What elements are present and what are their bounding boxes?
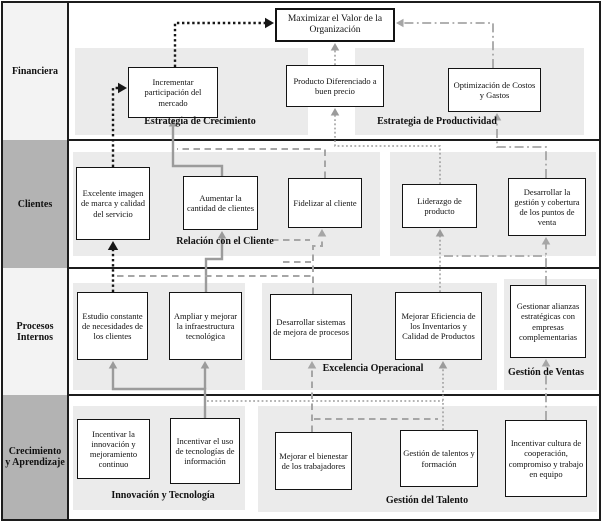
- node-mejorar-eficiencia-inventarios: Mejorar Eficiencia de los Inventarios y …: [395, 292, 482, 360]
- arrowhead-bienestar-a-sistemas: [307, 361, 317, 369]
- perspective-label-financiera: Financiera: [3, 3, 67, 140]
- node-text: Aumentar la cantidad de clientes: [186, 192, 255, 213]
- connector-sistemas-a-fidelizar: [312, 237, 323, 294]
- arrowhead-tecnologias-a-ampliar: [200, 361, 210, 369]
- panel-label-gestion-talento: Gestión del Talento: [385, 495, 469, 506]
- node-gestionar-alianzas: Gestionar alianzas estratégicas con empr…: [510, 285, 586, 358]
- panel-label-relacion-cliente: Relación con el Cliente: [176, 236, 274, 247]
- arrowhead-producto-a-maximizar: [330, 43, 340, 51]
- connector-fidelizar-a-incrementar: [177, 148, 326, 178]
- row-divider-2: [3, 267, 599, 269]
- arrowhead-optimizacion-a-maximizar: [396, 18, 404, 28]
- node-incentivar-tecnologias: Incentivar el uso de tecnologías de info…: [170, 418, 240, 484]
- connector-excelente-a-incrementar: [111, 86, 119, 167]
- node-text: Desarrollar la gestión y cobertura de lo…: [514, 186, 580, 228]
- node-fidelizar-cliente: Fidelizar al cliente: [288, 178, 362, 228]
- node-mejorar-bienestar: Mejorar el bienestar de los trabajadores: [275, 432, 352, 490]
- arrowhead-eficiencia-a-liderazgo: [435, 229, 445, 237]
- node-text: Gestión de talentos y formación: [403, 448, 475, 469]
- arrowhead-desarrollar-a-optimizacion: [492, 113, 502, 121]
- connector-tecnologias-a-estudio: [111, 368, 207, 418]
- row-divider-1: [3, 139, 599, 141]
- arrowhead-tecnologias-a-estudio: [108, 361, 118, 369]
- node-text: Incentivar la innovación y mejoramiento …: [89, 428, 138, 470]
- arrowhead-ampliar-a-aumentar: [217, 231, 227, 239]
- arrowhead-talentos-a-eficiencia: [438, 361, 448, 369]
- arrowhead-alianzas-a-desarrollar: [541, 237, 551, 245]
- connector-incrementar-a-maximizar: [173, 21, 265, 67]
- node-excelente-imagen: Excelente imagen de marca y calidad del …: [76, 167, 150, 240]
- panel-label-innovacion-tecnologia: Innovación y Tecnología: [111, 490, 215, 501]
- panel-label-excelencia-operacional: Excelencia Operacional: [322, 363, 424, 374]
- connector-desarrollar-a-optimizacion: [496, 120, 547, 178]
- node-text: Liderazgo de producto: [417, 195, 462, 216]
- perspective-label-clientes: Clientes: [3, 140, 67, 268]
- node-text: Estudio constante de necesidades de los …: [82, 310, 143, 341]
- node-text: Mejorar Eficiencia de los Inventarios y …: [401, 310, 476, 341]
- node-text: Producto Diferenciado a buen precio: [293, 75, 377, 96]
- node-desarrollar-gestion-puntos-venta: Desarrollar la gestión y cobertura de lo…: [508, 178, 586, 236]
- node-text: Excelente imagen de marca y calidad del …: [81, 188, 145, 219]
- node-incentivar-innovacion: Incentivar la innovación y mejoramiento …: [77, 419, 150, 479]
- node-text: Maximizar el Valor de la Organización: [287, 13, 383, 35]
- node-estudio-necesidades: Estudio constante de necesidades de los …: [77, 292, 148, 360]
- node-desarrollar-sistemas-mejora: Desarrollar sistemas de mejora de proces…: [270, 294, 352, 360]
- node-text: Incrementar participación del mercado: [144, 77, 202, 108]
- panel-label-estrategia-crecimiento: Estrategia de Crecimiento: [144, 116, 256, 127]
- node-maximizar-valor: Maximizar el Valor de la Organización: [275, 8, 395, 42]
- panel-label-gestion-ventas: Gestión de Ventas: [507, 367, 585, 378]
- panel-label-estrategia-productividad: Estrategia de Productividad: [377, 116, 497, 127]
- node-incentivar-cultura: Incentivar cultura de cooperación, compr…: [505, 420, 587, 497]
- node-text: Ampliar y mejorar la infraestructura tec…: [173, 310, 238, 341]
- node-text: Incentivar cultura de cooperación, compr…: [508, 438, 584, 479]
- node-text: Incentivar el uso de tecnologías de info…: [175, 435, 235, 466]
- node-aumentar-clientes: Aumentar la cantidad de clientes: [183, 176, 258, 230]
- connector-aumentar-a-incrementar: [171, 126, 224, 176]
- arrowhead-excelente-a-incrementar: [118, 82, 127, 94]
- arrowhead-estudio-a-excelente: [107, 241, 119, 250]
- perspective-label-procesos-internos: Procesos Internos: [3, 268, 67, 395]
- arrowhead-incrementar-a-maximizar: [265, 17, 274, 29]
- connector-optimizacion-a-maximizar: [404, 22, 494, 68]
- node-incrementar-participacion: Incrementar participación del mercado: [128, 67, 218, 118]
- row-divider-3: [3, 394, 599, 396]
- arrowhead-aumentar-a-incrementar: [168, 119, 178, 127]
- node-ampliar-infraestructura: Ampliar y mejorar la infraestructura tec…: [169, 292, 242, 360]
- node-producto-diferenciado: Producto Diferenciado a buen precio: [286, 65, 384, 107]
- node-text: Optimización de Costos y Gastos: [453, 79, 536, 100]
- perspective-label-crecimiento-aprendizaje: Crecimiento y Aprendizaje: [3, 395, 67, 519]
- arrowhead-sistemas-a-fidelizar: [317, 229, 327, 237]
- node-text: Gestionar alianzas estratégicas con empr…: [516, 301, 580, 342]
- node-liderazgo-producto: Liderazgo de producto: [402, 184, 477, 228]
- node-optimizacion-costos: Optimización de Costos y Gastos: [448, 68, 541, 112]
- arrowhead-liderazgo-a-producto: [330, 108, 340, 116]
- node-text: Desarrollar sistemas de mejora de proces…: [273, 316, 349, 337]
- arrowhead-cultura-a-alianzas: [541, 359, 551, 367]
- node-gestion-talentos: Gestión de talentos y formación: [400, 430, 478, 487]
- node-text: Fidelizar al cliente: [293, 197, 357, 208]
- node-text: Mejorar el bienestar de los trabajadores: [279, 450, 348, 471]
- perspective-column-separator: [67, 3, 69, 519]
